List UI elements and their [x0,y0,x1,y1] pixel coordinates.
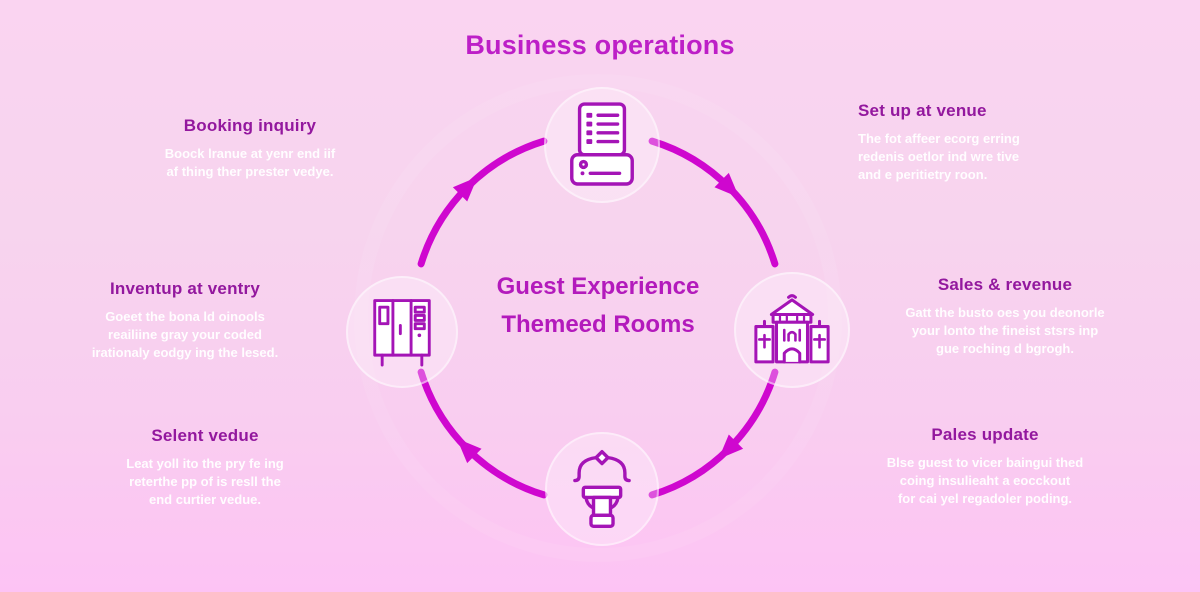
body-line: your lonto the fineist stsrs inp [911,323,1099,338]
section-body: Gatt the busto oes you deonorle your lon… [875,304,1135,358]
section-heading: Sales & revenue [937,275,1073,294]
body-line: Goeet the bona ld oinools [105,309,265,324]
body-line: irationaly eodgy ing the lesed. [91,345,279,360]
body-line: reailiine gray your coded [108,327,262,342]
body-line: Blse guest to vicer baingui thed [886,455,1084,470]
body-line: end curtier vedue. [149,492,261,507]
podium-icon-halo [545,432,659,546]
section-heading: Selent vedue [151,426,259,445]
section-body: Blse guest to vicer baingui thed coing i… [860,454,1110,508]
cabinet-icon [373,299,431,367]
body-line: Gatt the busto oes you deonorle [905,305,1105,320]
section-pales-update: Pales update Blse guest to vicer baingui… [860,425,1110,508]
center-label-line1: Guest Experience [496,273,700,300]
section-booking-inquiry: Booking inquiry Boock lranue at yenr end… [115,116,385,181]
body-line: and e peritietry roon. [858,167,988,182]
cabinet-icon-halo [346,276,458,388]
printer-icon-halo [544,87,660,203]
body-line: The fot affeer ecorg erring [858,131,1020,146]
section-body: Leat yoll ito the pry fe ing reterthe pp… [85,455,325,509]
venue-building-icon [754,294,830,364]
body-line: Boock lranue at yenr end iif [164,146,336,161]
body-line: reterthe pp of is resll the [129,474,281,489]
center-label: Guest Experience Themeed Rooms [448,268,748,344]
section-select-venue: Selent vedue Leat yoll ito the pry fe in… [85,426,325,509]
center-label-line2: Themeed Rooms [501,311,695,338]
body-line: for cai yel regadoler poding. [897,491,1073,506]
printer-icon [570,102,634,186]
body-line: gue roching d bgrogh. [936,341,1074,356]
section-heading: Inventup at ventry [109,279,261,298]
venue-building-icon-halo [734,272,850,388]
section-body: Boock lranue at yenr end iif af thing th… [115,145,385,181]
body-line: redenis oetlor ind wre tive [858,149,1020,164]
section-heading: Booking inquiry [183,116,317,135]
section-set-up-at-venue: Set up at venue The fot affeer ecorg err… [858,101,1118,184]
page-title: Business operations [465,30,735,60]
section-sales-revenue: Sales & revenue Gatt the busto oes you d… [875,275,1135,358]
podium-icon [573,449,631,528]
body-line: Leat yoll ito the pry fe ing [126,456,284,471]
section-heading: Pales update [931,425,1039,444]
section-body: The fot affeer ecorg erring redenis oetl… [858,130,1118,184]
section-inventory: Inventup at ventry Goeet the bona ld oin… [60,279,310,362]
body-line: coing insulieaht a eocckout [899,473,1071,488]
body-line: af thing ther prester vedye. [166,164,334,179]
section-body: Goeet the bona ld oinools reailiine gray… [60,308,310,362]
section-heading: Set up at venue [858,101,987,120]
